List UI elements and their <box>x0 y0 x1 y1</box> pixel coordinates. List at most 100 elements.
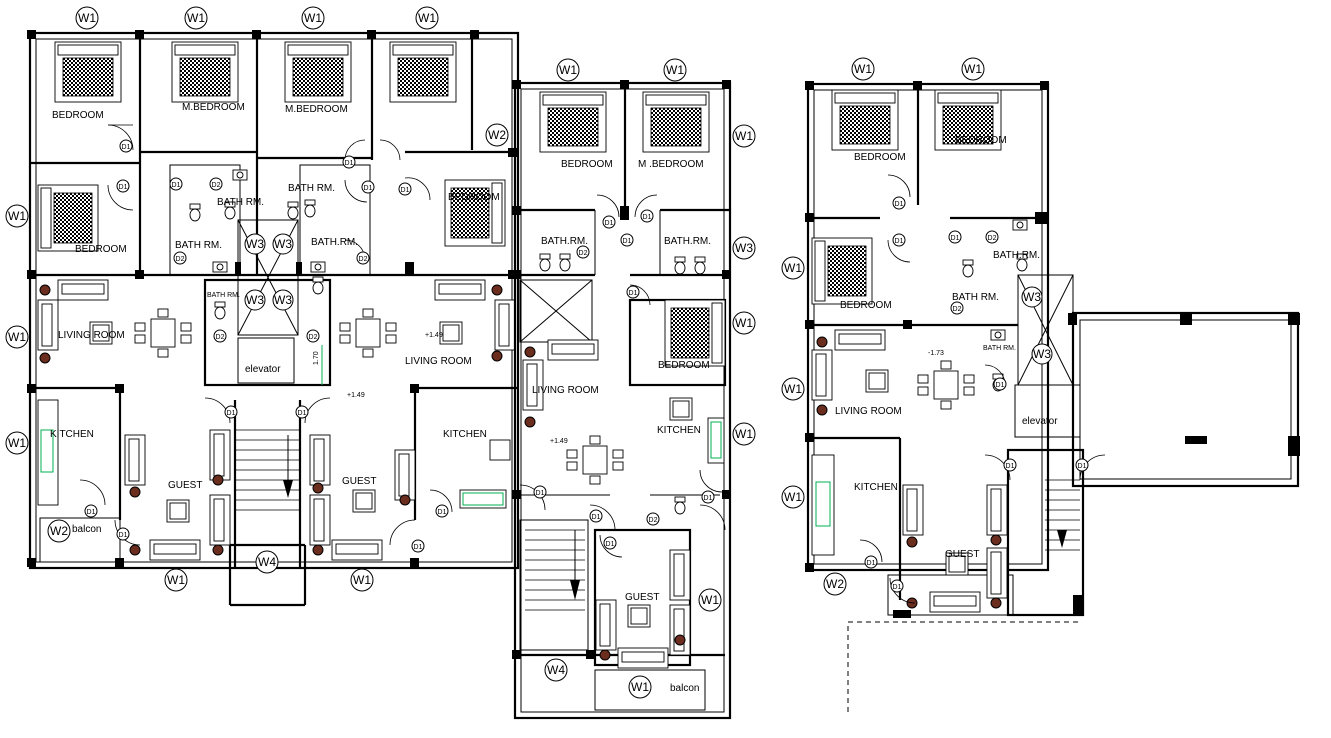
svg-text:W3: W3 <box>1023 290 1041 304</box>
window-tag: W3 <box>244 289 266 311</box>
door-tag: D1 <box>864 555 878 569</box>
room-label-balcony: balcon <box>72 524 101 535</box>
door-tag: D1 <box>411 539 425 553</box>
door-tag: D1 <box>119 139 133 153</box>
door-tag: D2 <box>173 251 187 265</box>
dimension-text: 1.70 <box>313 351 320 365</box>
svg-text:D1: D1 <box>1078 463 1087 470</box>
door-tag: D1 <box>620 233 634 247</box>
svg-text:D1: D1 <box>122 144 131 151</box>
room-labels: BEDROOM M.BEDROOM M.BEDROOM BEDROOM BEDR… <box>50 102 1058 694</box>
window-tag: W4 <box>544 658 568 682</box>
level-marker: +1.49 <box>425 332 443 339</box>
svg-text:D2: D2 <box>953 306 962 313</box>
level-marker: -1.73 <box>928 350 944 357</box>
room-label-bedroom: BEDROOM <box>658 360 710 371</box>
svg-text:W3: W3 <box>246 237 264 251</box>
svg-text:W1: W1 <box>8 209 26 223</box>
door-tag: D1 <box>603 536 617 550</box>
svg-text:D1: D1 <box>438 509 447 516</box>
svg-text:D2: D2 <box>579 250 588 257</box>
svg-text:W2: W2 <box>488 128 506 142</box>
room-label-bath: BATH RM. <box>288 183 335 194</box>
room-label-guest: GUEST <box>168 480 202 491</box>
door-tag: D2 <box>356 251 370 265</box>
door-tag: D1 <box>948 230 962 244</box>
svg-text:W1: W1 <box>187 11 205 25</box>
svg-text:W1: W1 <box>8 436 26 450</box>
svg-text:W1: W1 <box>854 62 872 76</box>
room-label-bath: BATH.RM. <box>993 250 1040 261</box>
svg-text:W1: W1 <box>8 330 26 344</box>
window-tag: W3 <box>272 233 294 255</box>
svg-text:D1: D1 <box>401 187 410 194</box>
svg-text:W3: W3 <box>274 293 292 307</box>
svg-text:D1: D1 <box>414 544 423 551</box>
window-tag: W1 <box>5 204 29 228</box>
svg-text:D2: D2 <box>988 235 997 242</box>
room-label-bedroom: BEDROOM <box>52 110 104 121</box>
door-tag: D1 <box>435 504 449 518</box>
door-tag: D1 <box>701 490 715 504</box>
window-tag: W1 <box>781 485 805 509</box>
svg-text:D1: D1 <box>1006 463 1015 470</box>
svg-text:D1: D1 <box>119 532 128 539</box>
window-tag: W1 <box>350 568 374 592</box>
door-tag: D1 <box>892 196 906 210</box>
svg-text:D1: D1 <box>629 290 638 297</box>
svg-text:D1: D1 <box>623 238 632 245</box>
svg-text:D1: D1 <box>364 185 373 192</box>
svg-text:W3: W3 <box>735 241 753 255</box>
door-tag: D1 <box>169 177 183 191</box>
door-tag: D1 <box>602 215 616 229</box>
right-block <box>805 81 1300 712</box>
svg-text:D1: D1 <box>606 541 615 548</box>
svg-text:W1: W1 <box>304 11 322 25</box>
room-label-bath-small: BATH RM. <box>207 292 240 299</box>
door-tag: D1 <box>626 285 640 299</box>
window-tag: W1 <box>301 6 325 30</box>
svg-text:D1: D1 <box>895 201 904 208</box>
room-label-kitchen: KITCHEN <box>443 429 487 440</box>
svg-text:D2: D2 <box>216 334 225 341</box>
window-tag: W3 <box>1031 343 1053 365</box>
svg-text:W1: W1 <box>735 316 753 330</box>
room-label-bath: BATH RM. <box>952 292 999 303</box>
door-tag: D1 <box>295 405 309 419</box>
room-label-master-bedroom: M .BEDROOM <box>638 159 704 170</box>
window-tag: W1 <box>415 6 439 30</box>
room-label-bedroom: BEDROOM <box>75 244 127 255</box>
door-tag: D1 <box>993 377 1007 391</box>
window-tag: W1 <box>698 588 722 612</box>
window-tag: W3 <box>732 236 756 260</box>
room-label-living: LIVING ROOM <box>58 330 125 341</box>
svg-text:W1: W1 <box>784 261 802 275</box>
window-tag: W2 <box>47 519 71 543</box>
svg-text:W1: W1 <box>353 573 371 587</box>
room-label-bath: BATH RM. <box>175 240 222 251</box>
svg-text:W3: W3 <box>274 237 292 251</box>
door-tag: D2 <box>209 177 223 191</box>
svg-text:D2: D2 <box>176 256 185 263</box>
svg-text:D1: D1 <box>996 382 1005 389</box>
window-tag: W1 <box>732 124 756 148</box>
room-label-bedroom: BEDROOM <box>840 300 892 311</box>
svg-text:D1: D1 <box>867 560 876 567</box>
window-tag: W3 <box>1021 286 1043 308</box>
svg-text:W1: W1 <box>631 680 649 694</box>
svg-text:D2: D2 <box>649 517 658 524</box>
room-label-kitchen: KITCHEN <box>657 425 701 436</box>
svg-text:W1: W1 <box>78 11 96 25</box>
svg-text:D1: D1 <box>87 509 96 516</box>
door-tag: D1 <box>398 182 412 196</box>
window-tag: W1 <box>628 675 652 699</box>
room-label-bath-small: BATH RM. <box>983 345 1016 352</box>
room-label-kitchen: KITCHEN <box>854 482 898 493</box>
door-tag: D2 <box>306 329 320 343</box>
svg-text:W1: W1 <box>666 63 684 77</box>
door-tag: D2 <box>950 301 964 315</box>
svg-text:W1: W1 <box>418 11 436 25</box>
door-tag: D1 <box>1003 458 1017 472</box>
room-label-living: LIVING ROOM <box>405 356 472 367</box>
